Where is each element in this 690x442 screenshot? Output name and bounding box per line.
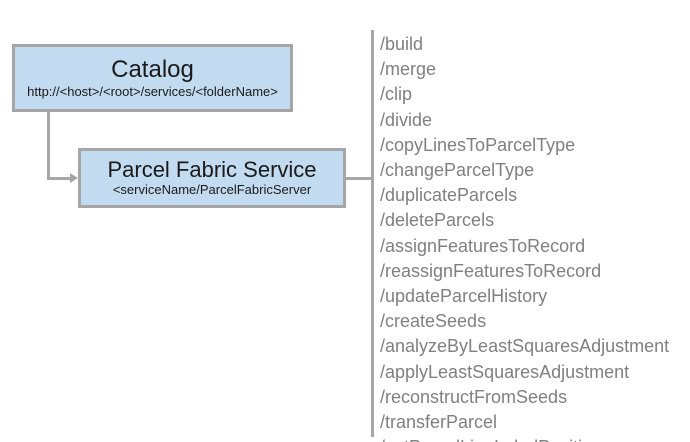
operation-list-item[interactable]: /reconstructFromSeeds bbox=[380, 386, 568, 407]
arrow-right-icon bbox=[70, 173, 78, 183]
operations-list: /build/merge/clip/divide/copyLinesToParc… bbox=[380, 32, 685, 442]
operation-list-item[interactable]: /transferParcel bbox=[380, 412, 498, 433]
operation-list-item[interactable]: /divide bbox=[380, 109, 433, 130]
operation-list-item[interactable]: /copyLinesToParcelType bbox=[380, 134, 576, 155]
parcel-fabric-service-node[interactable]: Parcel Fabric Service <serviceName/Parce… bbox=[78, 148, 346, 208]
operation-list-item[interactable]: /build bbox=[380, 34, 424, 54]
catalog-node-url: http://<host>/<root>/services/<folderNam… bbox=[27, 84, 278, 100]
operation-list-item[interactable]: /analyzeByLeastSquaresAdjustment bbox=[380, 336, 670, 357]
operation-list-item[interactable]: /deleteParcels bbox=[380, 210, 495, 231]
operation-list-item[interactable]: /setParcelLineLabelPosition bbox=[380, 435, 685, 442]
operation-list-item[interactable]: /applyLeastSquaresAdjustment bbox=[380, 361, 630, 382]
operation-list-item[interactable]: /updateParcelHistory bbox=[380, 286, 548, 307]
operation-list-item[interactable]: /merge bbox=[380, 59, 437, 80]
parcel-fabric-service-node-path: <serviceName/ParcelFabricServer bbox=[112, 182, 312, 198]
catalog-node[interactable]: Catalog http://<host>/<root>/services/<f… bbox=[12, 44, 293, 112]
operation-list-item[interactable]: /clip bbox=[380, 84, 413, 105]
service-to-operations-connector bbox=[346, 177, 373, 180]
operation-list-item[interactable]: /createSeeds bbox=[380, 311, 487, 332]
operation-list-item[interactable]: /assignFeaturesToRecord bbox=[380, 235, 586, 256]
catalog-node-title: Catalog bbox=[111, 55, 194, 83]
operation-list-item[interactable]: /reassignFeaturesToRecord bbox=[380, 260, 602, 281]
operations-list-rail bbox=[371, 30, 374, 437]
catalog-to-service-connector-vertical bbox=[47, 110, 50, 180]
parcel-fabric-service-node-title: Parcel Fabric Service bbox=[107, 157, 317, 183]
operation-list-item[interactable]: /changeParcelType bbox=[380, 160, 535, 181]
catalog-to-service-connector-horizontal bbox=[47, 177, 72, 180]
operation-list-item[interactable]: /duplicateParcels bbox=[380, 185, 518, 206]
